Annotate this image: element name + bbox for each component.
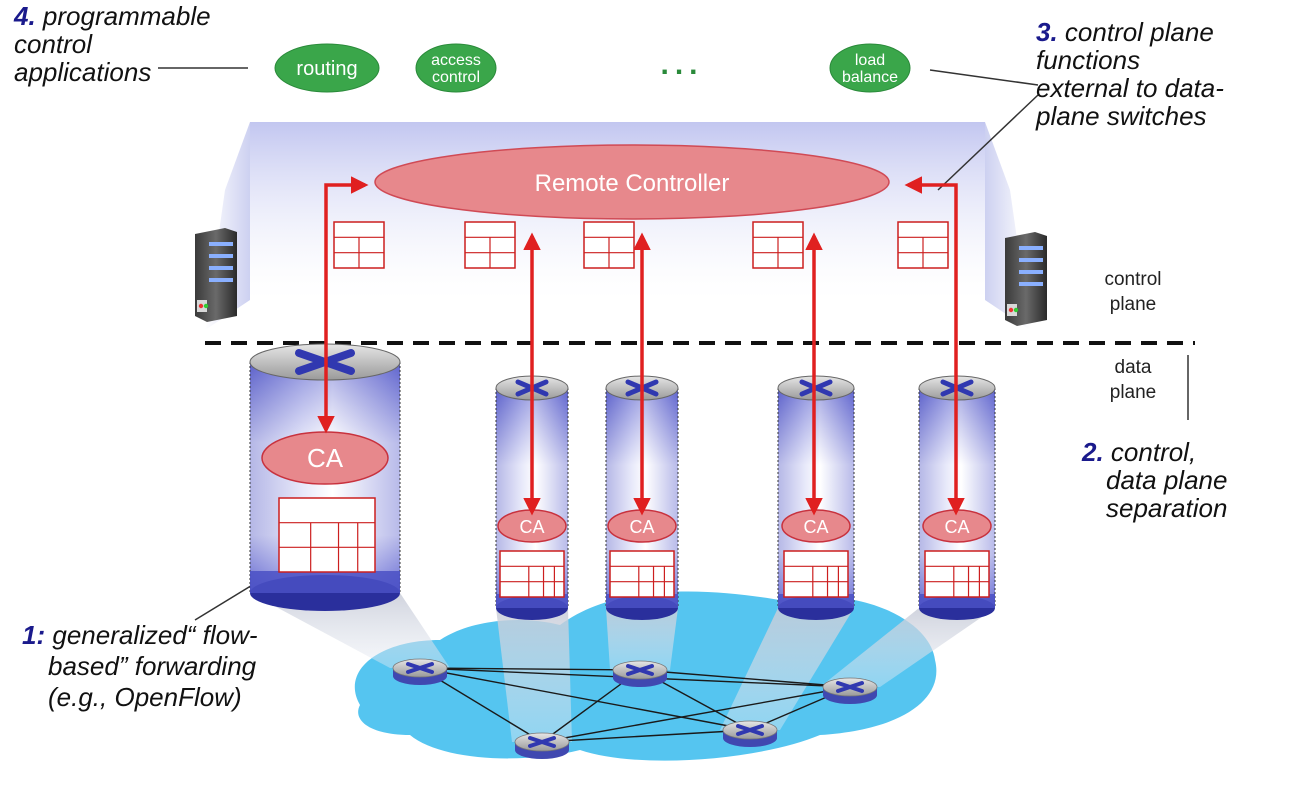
controller-flow-table	[583, 221, 635, 269]
remote-controller: Remote Controller	[374, 144, 890, 220]
router-x-icon	[528, 736, 556, 748]
app-ellipse	[274, 43, 380, 93]
leader-line-external-a	[929, 69, 1039, 86]
app-label: routing	[296, 58, 357, 80]
network-router	[822, 677, 878, 704]
flow-table-border	[924, 550, 990, 598]
network-routers	[392, 658, 878, 759]
server-drive-light	[209, 278, 233, 282]
server-drive-light	[1019, 270, 1043, 274]
router-x-icon	[836, 681, 864, 693]
flow-table-border	[499, 550, 565, 598]
server-drive-light	[209, 254, 233, 258]
switch-flow-table	[783, 550, 849, 598]
server-body	[195, 228, 237, 322]
server-led-red	[1008, 307, 1014, 313]
switches: CA CA CA CA CA	[249, 343, 996, 620]
switch-flow-table	[609, 550, 675, 598]
router-x-icon	[626, 664, 654, 676]
network-link	[419, 667, 751, 731]
control-agent-label: CA	[803, 517, 828, 537]
router-x-icon	[406, 662, 434, 674]
more-apps-ellipsis: ...	[660, 48, 703, 81]
network-router	[392, 658, 448, 685]
flow-beam	[250, 593, 450, 668]
controller-ellipse	[374, 144, 890, 220]
network-link	[419, 667, 641, 671]
label-control-plane: control plane	[1104, 269, 1162, 315]
label-flow-forwarding: 1: generalized“ flow- based” forwarding …	[22, 620, 258, 712]
app-label: balance	[842, 69, 898, 86]
flow-table-border	[278, 497, 376, 573]
flow-table-border	[783, 550, 849, 598]
server-body	[1005, 232, 1047, 326]
network-router	[514, 732, 570, 759]
app-label: access	[431, 52, 481, 69]
switch-base-band	[250, 571, 400, 593]
server-drive-light	[1019, 258, 1043, 262]
server-drive-light	[1019, 246, 1043, 250]
label-external-control: 3. control plane functions external to d…	[1036, 17, 1224, 131]
app-ellipse	[415, 43, 497, 93]
control-arrows	[317, 176, 965, 516]
label-data-plane: data plane	[1109, 357, 1157, 403]
controller-label: Remote Controller	[535, 170, 730, 197]
controller-flow-table	[752, 221, 804, 269]
flow-table-border	[609, 550, 675, 598]
control-agent-label: CA	[307, 443, 344, 473]
server-icon	[1005, 232, 1047, 326]
network-router	[722, 720, 778, 747]
app-label: control	[432, 69, 480, 86]
network-link	[541, 686, 851, 743]
servers	[195, 228, 1047, 326]
app-label: load	[855, 52, 885, 69]
label-separation: 2. control, data plane separation	[1082, 437, 1228, 523]
server-led-red	[198, 303, 204, 309]
flow-beam	[820, 608, 995, 687]
switch-4: CA	[777, 375, 855, 620]
server-icon	[195, 228, 237, 322]
controller-flow-table	[464, 221, 516, 269]
flow-beam	[720, 608, 854, 730]
server-drive-light	[209, 242, 233, 246]
flow-beam	[496, 608, 572, 742]
switch-flow-table	[924, 550, 990, 598]
app-routing: routing	[274, 43, 380, 93]
controller-flow-table	[333, 221, 385, 269]
network-link	[639, 669, 851, 688]
controller-flow-table	[897, 221, 949, 269]
network-router	[612, 660, 668, 687]
arrow-controller-switch-1	[317, 176, 369, 434]
control-agent-label: CA	[629, 517, 654, 537]
server-led-green	[1013, 307, 1019, 313]
server-led-green	[203, 303, 209, 309]
network-link	[541, 729, 751, 743]
switch-flow-table	[278, 497, 376, 573]
control-agent-label: CA	[944, 517, 969, 537]
flow-beam	[606, 608, 678, 670]
control-agent-label: CA	[519, 517, 544, 537]
server-drive-light	[209, 266, 233, 270]
app-ellipse	[829, 43, 911, 93]
label-programmable-apps: 4. programmable control applications	[14, 1, 211, 87]
server-drive-light	[1019, 282, 1043, 286]
router-x-icon	[736, 724, 764, 736]
switch-flow-table	[499, 550, 565, 598]
flow-beams	[250, 593, 995, 742]
arrow-controller-switch-5	[904, 176, 965, 516]
leader-line-external-b	[937, 94, 1039, 191]
